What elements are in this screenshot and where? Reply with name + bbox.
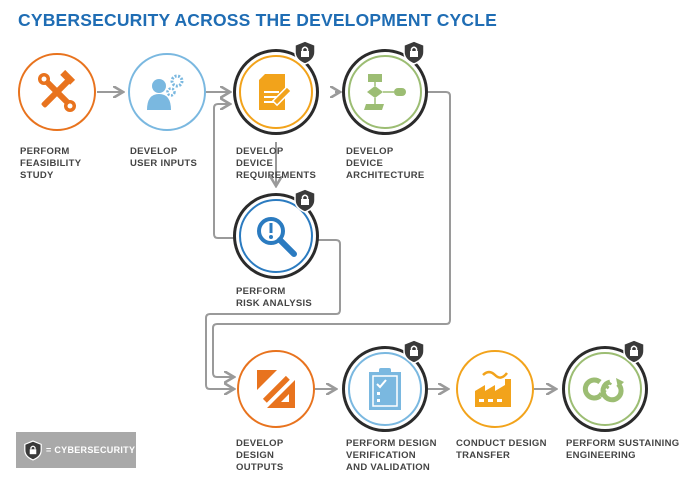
step-feasibility-node bbox=[18, 53, 96, 131]
step-verification-label: PERFORM DESIGN VERIFICATION AND VALIDATI… bbox=[346, 438, 437, 473]
clipboard-check-icon bbox=[369, 368, 401, 410]
step-user-inputs-label: DEVELOP USER INPUTS bbox=[130, 146, 198, 169]
connector-5-6 bbox=[205, 239, 341, 389]
document-pencil-icon bbox=[259, 74, 293, 110]
user-gears-icon bbox=[147, 74, 184, 110]
step-design-outputs-node bbox=[237, 350, 315, 428]
shield-lock-icon bbox=[403, 339, 425, 364]
shield-lock-icon bbox=[403, 40, 425, 65]
diagram-title: CYBERSECURITY ACROSS THE DEVELOPMENT CYC… bbox=[18, 10, 498, 30]
connector-4-6 bbox=[212, 91, 451, 377]
factory-icon bbox=[475, 370, 511, 407]
step-risk-analysis-label: PERFORM RISK ANALYSIS bbox=[236, 286, 313, 309]
step-design-outputs-label: DEVELOP DESIGN OUTPUTS bbox=[236, 438, 284, 473]
cycle-arrows-icon bbox=[582, 377, 624, 403]
flowchart-icon bbox=[364, 74, 406, 110]
legend-label: = CYBERSECURITY bbox=[46, 445, 136, 455]
shield-lock-icon bbox=[294, 40, 316, 65]
shield-lock-icon bbox=[294, 188, 316, 213]
legend: = CYBERSECURITY bbox=[16, 432, 136, 468]
step-user-inputs-node bbox=[128, 53, 206, 131]
step-design-transfer-node bbox=[456, 350, 534, 428]
ruler-pencil-icon bbox=[257, 370, 295, 408]
connector-5-3-loop bbox=[213, 104, 236, 239]
step-requirements-label: DEVELOP DEVICE REQUIREMENTS bbox=[236, 146, 317, 181]
shield-lock-icon bbox=[623, 339, 645, 364]
step-sustaining-label: PERFORM SUSTAINING ENGINEERING bbox=[566, 438, 680, 461]
step-architecture-label: DEVELOP DEVICE ARCHITECTURE bbox=[346, 146, 425, 181]
step-feasibility-label: PERFORM FEASIBILITY STUDY bbox=[20, 146, 82, 181]
magnifier-alert-icon bbox=[257, 217, 297, 257]
tools-icon bbox=[38, 70, 76, 112]
step-design-transfer-label: CONDUCT DESIGN TRANSFER bbox=[456, 438, 547, 461]
shield-lock-icon bbox=[24, 439, 42, 461]
